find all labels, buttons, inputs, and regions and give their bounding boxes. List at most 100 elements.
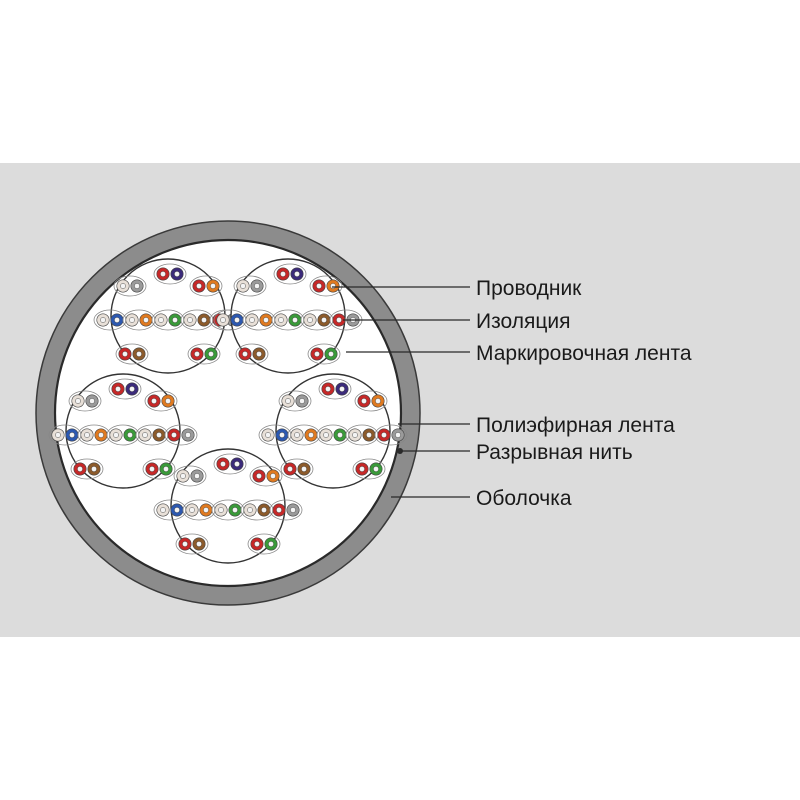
- wire-conductor: [75, 398, 81, 404]
- pair-outline: [354, 390, 388, 412]
- wire-conductor: [292, 317, 298, 323]
- twisted-pair: [48, 424, 82, 446]
- pair-outline: [273, 263, 307, 285]
- wire-conductor: [361, 398, 367, 404]
- pair-outline: [247, 533, 281, 555]
- wire-conductor: [174, 507, 180, 513]
- wire-conductor: [381, 432, 387, 438]
- label-polyester-tape: Полиэфирная лента: [476, 414, 675, 437]
- pair-outline: [142, 458, 176, 480]
- wire-conductor: [182, 541, 188, 547]
- pair-outline: [235, 343, 269, 365]
- twisted-pair: [278, 390, 312, 412]
- wire-conductor: [308, 432, 314, 438]
- wire-conductor: [113, 432, 119, 438]
- wire-conductor: [203, 507, 209, 513]
- wire-conductor: [395, 432, 401, 438]
- wire-conductor: [220, 317, 226, 323]
- wire-conductor: [114, 317, 120, 323]
- wire-conductor: [180, 473, 186, 479]
- wire-conductor: [129, 386, 135, 392]
- wire-conductor: [196, 283, 202, 289]
- pair-outline: [173, 465, 207, 487]
- pair-outline: [144, 390, 178, 412]
- wire-conductor: [339, 386, 345, 392]
- wire-conductor: [328, 351, 334, 357]
- wire-conductor: [336, 317, 342, 323]
- pair-outline: [309, 275, 343, 297]
- wire-conductor: [194, 473, 200, 479]
- wire-conductor: [120, 283, 126, 289]
- twisted-pair: [269, 499, 303, 521]
- twisted-pair: [249, 465, 283, 487]
- twisted-pair: [108, 378, 142, 400]
- wire-conductor: [301, 466, 307, 472]
- wire-conductor: [285, 398, 291, 404]
- twisted-pair: [173, 465, 207, 487]
- wire-conductor: [278, 317, 284, 323]
- wire-conductor: [352, 432, 358, 438]
- twisted-pair: [68, 390, 102, 412]
- wire-conductor: [263, 317, 269, 323]
- wire-conductor: [129, 317, 135, 323]
- twisted-pair: [213, 309, 247, 331]
- wire-conductor: [294, 432, 300, 438]
- wire-conductor: [172, 317, 178, 323]
- wire-conductor: [256, 473, 262, 479]
- wire-conductor: [270, 473, 276, 479]
- label-conductor: Проводник: [476, 277, 582, 300]
- wire-conductor: [279, 432, 285, 438]
- twisted-pair: [113, 275, 147, 297]
- bundles-group: [48, 258, 408, 564]
- wire-conductor: [280, 271, 286, 277]
- wire-conductor: [91, 466, 97, 472]
- wire-conductor: [325, 386, 331, 392]
- wire-conductor: [98, 432, 104, 438]
- wire-conductor: [254, 283, 260, 289]
- wire-conductor: [287, 466, 293, 472]
- wire-conductor: [69, 432, 75, 438]
- wire-conductor: [242, 351, 248, 357]
- twisted-pair: [115, 343, 149, 365]
- bundle-5: [153, 448, 303, 564]
- twisted-pair: [189, 275, 223, 297]
- twisted-pair: [242, 309, 276, 331]
- wire-conductor: [149, 466, 155, 472]
- twisted-pair: [374, 424, 408, 446]
- wire-conductor: [234, 317, 240, 323]
- label-insulation: Изоляция: [476, 310, 570, 333]
- wire-conductor: [55, 432, 61, 438]
- twisted-pair: [182, 499, 216, 521]
- pair-outline: [278, 390, 312, 412]
- twisted-pair: [352, 458, 386, 480]
- pair-outline: [352, 458, 386, 480]
- twisted-pair: [153, 499, 187, 521]
- pair-outline: [187, 343, 221, 365]
- wire-conductor: [160, 507, 166, 513]
- wire-conductor: [276, 507, 282, 513]
- wire-conductor: [366, 432, 372, 438]
- twisted-pair: [247, 533, 281, 555]
- wire-conductor: [201, 317, 207, 323]
- rip-cord-marker: [397, 448, 403, 454]
- wire-conductor: [210, 283, 216, 289]
- wire-conductor: [321, 317, 327, 323]
- wire-conductor: [136, 351, 142, 357]
- wire-conductor: [151, 398, 157, 404]
- wire-conductor: [185, 432, 191, 438]
- wire-conductor: [174, 271, 180, 277]
- twisted-pair: [142, 458, 176, 480]
- twisted-pair: [153, 263, 187, 285]
- bundle-2: [213, 258, 363, 374]
- twisted-pair: [180, 309, 214, 331]
- pair-outline: [68, 390, 102, 412]
- label-rip-cord: Разрывная нить: [476, 441, 633, 464]
- twisted-pair: [307, 343, 341, 365]
- wire-conductor: [218, 507, 224, 513]
- wire-conductor: [316, 283, 322, 289]
- wire-conductor: [240, 283, 246, 289]
- wire-conductor: [165, 398, 171, 404]
- wire-conductor: [134, 283, 140, 289]
- wire-conductor: [337, 432, 343, 438]
- wire-conductor: [373, 466, 379, 472]
